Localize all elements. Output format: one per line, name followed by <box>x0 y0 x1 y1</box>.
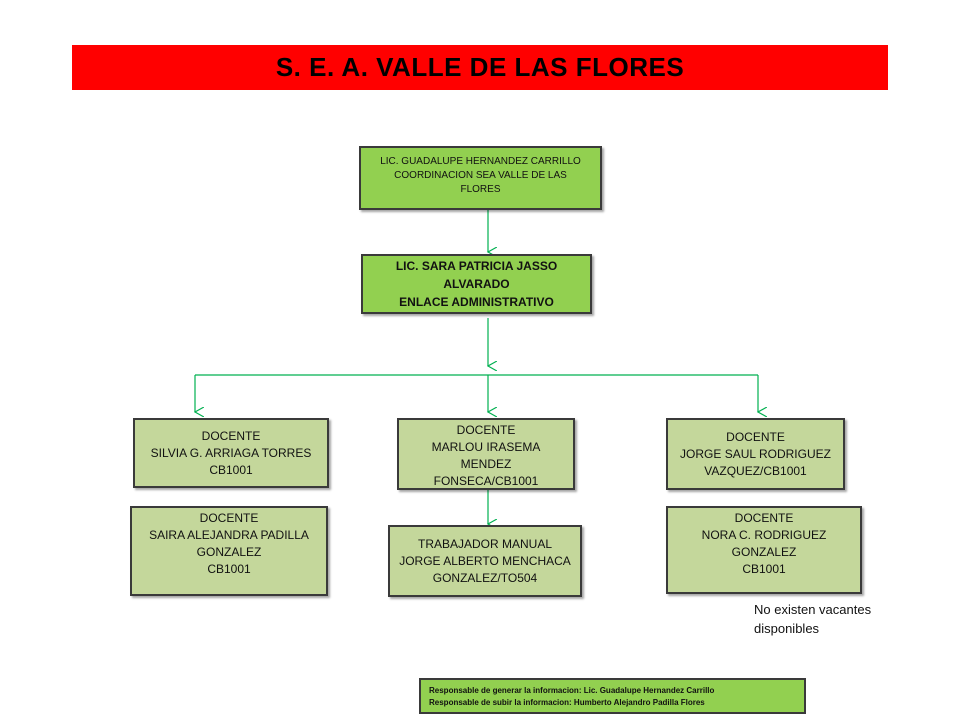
vacancy-note: No existen vacantes disponibles <box>754 600 904 638</box>
liaison-line-1: LIC. SARA PATRICIA JASSO <box>395 259 558 273</box>
coordinator-box: LIC. GUADALUPE HERNANDEZ CARRILLO COORDI… <box>359 146 602 210</box>
staff-line: MARLOU IRASEMA <box>431 440 541 454</box>
staff-box-padilla: DOCENTE SAIRA ALEJANDRA PADILLA GONZALEZ… <box>130 506 328 596</box>
coordinator-line-2: COORDINACION SEA VALLE DE LAS <box>394 170 567 181</box>
vacancy-note-line-1: No existen vacantes <box>754 602 872 617</box>
coordinator-line-1: LIC. GUADALUPE HERNANDEZ CARRILLO <box>380 156 581 167</box>
staff-line: DOCENTE <box>199 511 259 525</box>
staff-line: MENDEZ <box>460 457 512 471</box>
liaison-line-2: ALVARADO <box>443 277 510 291</box>
staff-line: SAIRA ALEJANDRA PADILLA <box>149 528 309 542</box>
staff-line: DOCENTE <box>456 423 516 437</box>
coordinator-line-3: FLORES <box>460 184 501 195</box>
staff-line: TRABAJADOR MANUAL <box>417 536 553 551</box>
staff-line: CB1001 <box>742 562 786 576</box>
staff-line: GONZALEZ <box>196 545 262 559</box>
staff-box-menchaca: TRABAJADOR MANUAL JORGE ALBERTO MENCHACA… <box>388 525 582 597</box>
staff-line: CB1001 <box>207 562 251 576</box>
staff-box-rodriguez-nora: DOCENTE NORA C. RODRIGUEZ GONZALEZ CB100… <box>666 506 862 594</box>
responsibility-footer: Responsable de generar la informacion: L… <box>419 678 806 714</box>
staff-line: CB1001 <box>209 462 253 477</box>
staff-line: SILVIA G. ARRIAGA TORRES <box>150 445 312 460</box>
staff-line: FONSECA/CB1001 <box>433 474 539 488</box>
footer-line-1: Responsable de generar la informacion: L… <box>429 686 715 695</box>
staff-line: VAZQUEZ/CB1001 <box>704 463 807 478</box>
staff-line: DOCENTE <box>726 429 785 444</box>
staff-box-mendez: DOCENTE MARLOU IRASEMA MENDEZ FONSECA/CB… <box>397 418 575 490</box>
liaison-line-3: ENLACE ADMINISTRATIVO <box>399 295 554 309</box>
vacancy-note-line-2: disponibles <box>754 621 820 636</box>
staff-line: JORGE ALBERTO MENCHACA <box>399 553 571 568</box>
staff-box-arriaga: DOCENTE SILVIA G. ARRIAGA TORRES CB1001 <box>133 418 329 488</box>
staff-line: DOCENTE <box>734 511 794 525</box>
staff-line: JORGE SAUL RODRIGUEZ <box>680 446 831 461</box>
footer-line-2: Responsable de subir la informacion: Hum… <box>429 698 705 707</box>
staff-line: DOCENTE <box>201 428 261 443</box>
chart-title: S. E. A. VALLE DE LAS FLORES <box>72 45 888 90</box>
staff-line: NORA C. RODRIGUEZ <box>701 528 827 542</box>
staff-line: GONZALEZ/TO504 <box>432 570 538 585</box>
staff-box-rodriguez-jorge: DOCENTE JORGE SAUL RODRIGUEZ VAZQUEZ/CB1… <box>666 418 845 490</box>
liaison-box: LIC. SARA PATRICIA JASSO ALVARADO ENLACE… <box>361 254 592 314</box>
staff-line: GONZALEZ <box>731 545 797 559</box>
